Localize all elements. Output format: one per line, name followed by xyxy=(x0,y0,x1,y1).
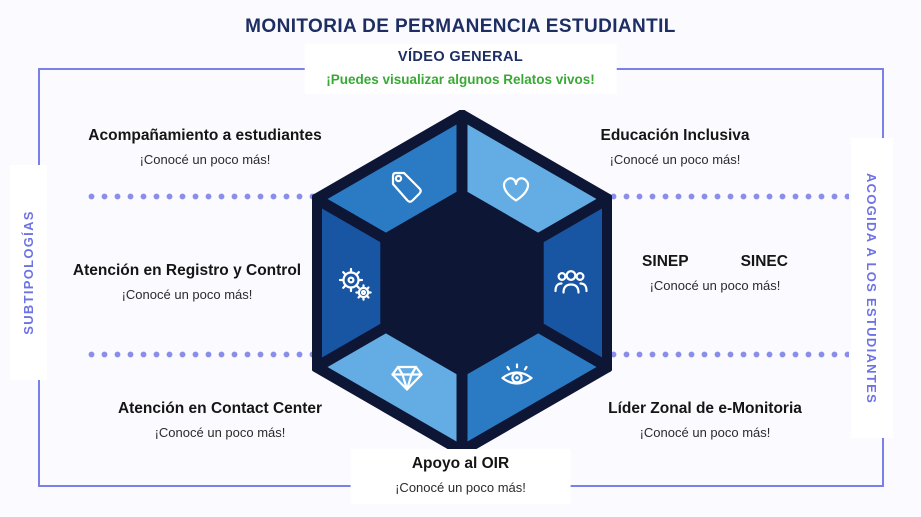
node-lider-zonal-cta[interactable]: ¡Conocé un poco más! xyxy=(639,425,771,440)
node-educacion-inclusiva: Educación Inclusiva ¡Conocé un poco más! xyxy=(550,127,800,167)
side-label-acogida-text: ACOGIDA A LOS ESTUDIANTES xyxy=(864,172,880,404)
node-educacion-inclusiva-cta[interactable]: ¡Conocé un poco más! xyxy=(609,152,741,167)
node-registro-control-cta[interactable]: ¡Conocé un poco más! xyxy=(121,287,253,302)
video-general-banner[interactable]: VÍDEO GENERAL ¡Puedes visualizar algunos… xyxy=(304,44,617,94)
node-apoyo-oir: Apoyo al OIR ¡Conocé un poco más! xyxy=(350,449,571,504)
node-sinep-sinec-cta[interactable]: ¡Conocé un poco más! xyxy=(649,278,781,293)
node-lider-zonal-label: Líder Zonal de e-Monitoria xyxy=(608,400,802,417)
node-acompanamiento-cta[interactable]: ¡Conocé un poco más! xyxy=(139,152,271,167)
node-apoyo-oir-cta[interactable]: ¡Conocé un poco más! xyxy=(395,480,526,495)
video-general-title: VÍDEO GENERAL xyxy=(397,49,524,65)
dotted-line-bottom-left xyxy=(88,351,326,358)
node-acompanamiento-label: Acompañamiento a estudiantes xyxy=(88,127,322,144)
node-acompanamiento: Acompañamiento a estudiantes ¡Conocé un … xyxy=(55,127,355,167)
node-contact-center-label: Atención en Contact Center xyxy=(117,400,323,417)
people-icon xyxy=(554,270,588,294)
heart-icon xyxy=(502,177,530,202)
node-contact-center: Atención en Contact Center ¡Conocé un po… xyxy=(60,400,380,440)
dotted-line-top-right xyxy=(597,193,849,200)
eye-icon xyxy=(501,363,533,385)
gears-icon xyxy=(338,267,372,301)
node-apoyo-oir-label: Apoyo al OIR xyxy=(411,455,510,472)
video-general-cta[interactable]: ¡Puedes visualizar algunos Relatos vivos… xyxy=(326,72,595,87)
side-label-subtipologias: SUBTIPOLOGÍAS xyxy=(10,165,47,380)
page-title: MONITORIA DE PERMANENCIA ESTUDIANTIL xyxy=(245,16,676,37)
side-label-acogida: ACOGIDA A LOS ESTUDIANTES xyxy=(851,138,893,438)
node-sinep-label: SINEP xyxy=(642,253,689,270)
node-sinec-label: SINEC xyxy=(740,253,788,270)
dotted-line-top-left xyxy=(88,193,326,200)
node-lider-zonal: Líder Zonal de e-Monitoria ¡Conocé un po… xyxy=(545,400,865,440)
dotted-line-bottom-right xyxy=(597,351,849,358)
hexagon-diagram xyxy=(312,110,612,456)
diamond-icon xyxy=(391,365,423,391)
node-sinep-sinec: SINEP SINEC ¡Conocé un poco más! xyxy=(600,253,830,293)
node-educacion-inclusiva-label: Educación Inclusiva xyxy=(600,127,750,144)
node-contact-center-cta[interactable]: ¡Conocé un poco más! xyxy=(154,425,286,440)
node-registro-control: Atención en Registro y Control ¡Conocé u… xyxy=(27,262,347,302)
side-label-subtipologias-text: SUBTIPOLOGÍAS xyxy=(21,210,36,335)
node-registro-control-label: Atención en Registro y Control xyxy=(72,262,302,279)
tag-icon xyxy=(391,171,422,203)
